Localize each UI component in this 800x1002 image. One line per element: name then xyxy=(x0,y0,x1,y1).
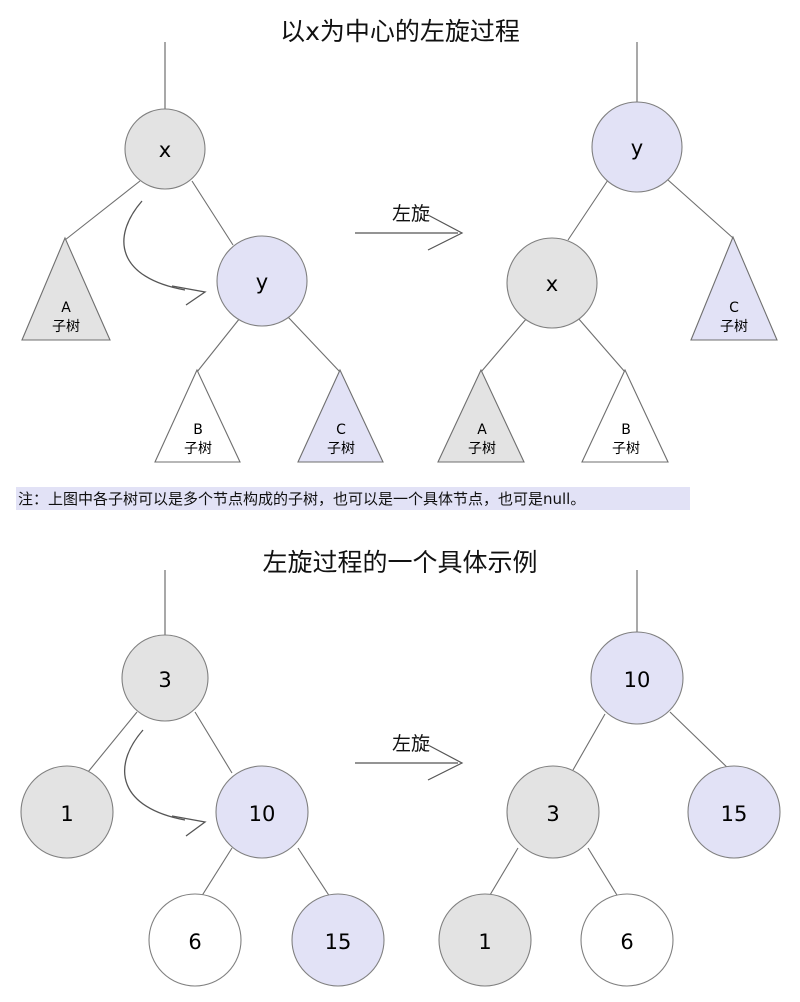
subtree-C-label-after: C xyxy=(729,300,739,316)
node-3-label: 3 xyxy=(158,668,171,692)
rotation-curve-arrowhead xyxy=(171,285,207,306)
example-before-tree: 3 1 10 6 15 xyxy=(20,570,385,987)
generic-rotate-label: 左旋 xyxy=(392,203,430,225)
example-rotate-arrow-head xyxy=(427,744,464,781)
subtree-A-label: A xyxy=(61,300,71,316)
edge-10-to-3-after xyxy=(572,713,606,771)
node-y-label-after: y xyxy=(631,136,643,160)
subtree-B-label-after: B xyxy=(621,422,631,438)
edge-y-to-B xyxy=(196,317,241,373)
subtree-C-sublabel: 子树 xyxy=(327,441,355,457)
subtree-A-label-after: A xyxy=(477,422,487,438)
node-10-after[interactable] xyxy=(590,631,684,725)
generic-after-tree: C 子树 A 子树 B 子树 y x xyxy=(437,42,778,463)
note-text: 注：上图中各子树可以是多个节点构成的子树，也可以是一个具体节点，也可是null。 xyxy=(18,490,585,508)
subtree-triangle-A xyxy=(21,236,111,341)
rotation-curve-arrow xyxy=(123,200,186,291)
example-rotate-label: 左旋 xyxy=(392,733,430,755)
note-highlight-rect xyxy=(16,487,690,510)
node-10-label: 10 xyxy=(249,802,276,826)
node-15-label: 15 xyxy=(325,930,352,954)
node-3-after[interactable] xyxy=(506,765,600,859)
edge-y-to-C-after xyxy=(667,179,734,239)
edge-x-to-y xyxy=(191,180,234,246)
node-1-after[interactable] xyxy=(438,893,532,987)
node-6-after[interactable] xyxy=(580,893,674,987)
subtree-B-label: B xyxy=(193,422,203,438)
generic-rotate-arrow-head xyxy=(427,214,464,251)
subtree-C-sublabel-after: 子树 xyxy=(720,319,748,335)
edge-y-to-x-after xyxy=(567,179,609,241)
edge-3-to-1-after xyxy=(486,847,519,901)
node-1[interactable] xyxy=(20,765,114,859)
subtree-triangle-B-after xyxy=(581,368,669,463)
edge-x-to-B-after xyxy=(577,317,626,373)
generic-rotate-arrow-group: 左旋 xyxy=(355,203,464,251)
node-y-after[interactable] xyxy=(591,101,683,193)
subtree-triangle-C xyxy=(297,368,384,463)
node-x-after[interactable] xyxy=(506,237,598,329)
node-3[interactable] xyxy=(121,634,209,722)
subtree-triangle-A-after xyxy=(437,368,525,463)
node-y-label: y xyxy=(256,270,268,294)
edge-10-to-15-after xyxy=(669,711,734,774)
node-6-label-after: 6 xyxy=(620,930,633,954)
edge-x-to-A xyxy=(64,180,141,241)
edge-10-to-6 xyxy=(197,847,233,903)
node-6-label: 6 xyxy=(188,930,201,954)
edge-3-to-1 xyxy=(87,711,138,773)
subtree-triangle-C-after xyxy=(690,235,778,341)
edge-3-to-10 xyxy=(194,711,233,774)
node-15-after[interactable] xyxy=(687,765,781,859)
node-y[interactable] xyxy=(216,235,308,327)
example-rotation-curve-arrow xyxy=(124,729,186,821)
edge-y-to-C xyxy=(287,316,341,373)
generic-before-tree: A 子树 B 子树 C 子树 x y xyxy=(21,42,384,463)
edge-10-to-15 xyxy=(297,847,331,898)
subtree-B-sublabel: 子树 xyxy=(184,441,212,457)
example-after-tree: 10 3 15 1 6 xyxy=(438,570,781,987)
edge-x-to-A-after xyxy=(480,317,528,373)
generic-section-title: 以x为中心的左旋过程 xyxy=(280,17,520,46)
node-3-label-after: 3 xyxy=(546,802,559,826)
node-10[interactable] xyxy=(215,765,309,859)
node-15[interactable] xyxy=(291,893,385,987)
subtree-A-sublabel: 子树 xyxy=(52,319,80,335)
subtree-A-sublabel-after: 子树 xyxy=(468,441,496,457)
node-x-label-after: x xyxy=(546,272,558,296)
node-10-label-after: 10 xyxy=(624,668,651,692)
example-rotate-arrow-group: 左旋 xyxy=(355,733,464,781)
node-x-label: x xyxy=(159,138,171,162)
subtree-triangle-B xyxy=(154,368,241,463)
example-section-title: 左旋过程的一个具体示例 xyxy=(262,548,537,577)
node-6[interactable] xyxy=(148,893,242,987)
node-x[interactable] xyxy=(124,108,206,190)
node-1-label-after: 1 xyxy=(478,930,491,954)
edge-3-to-6-after xyxy=(587,847,621,901)
subtree-C-label: C xyxy=(336,422,346,438)
subtree-B-sublabel-after: 子树 xyxy=(612,441,640,457)
node-1-label: 1 xyxy=(60,802,73,826)
note-bar: 注：上图中各子树可以是多个节点构成的子树，也可以是一个具体节点，也可是null。 xyxy=(16,487,690,510)
node-15-label-after: 15 xyxy=(721,802,748,826)
example-rotation-curve-arrowhead xyxy=(171,815,207,837)
